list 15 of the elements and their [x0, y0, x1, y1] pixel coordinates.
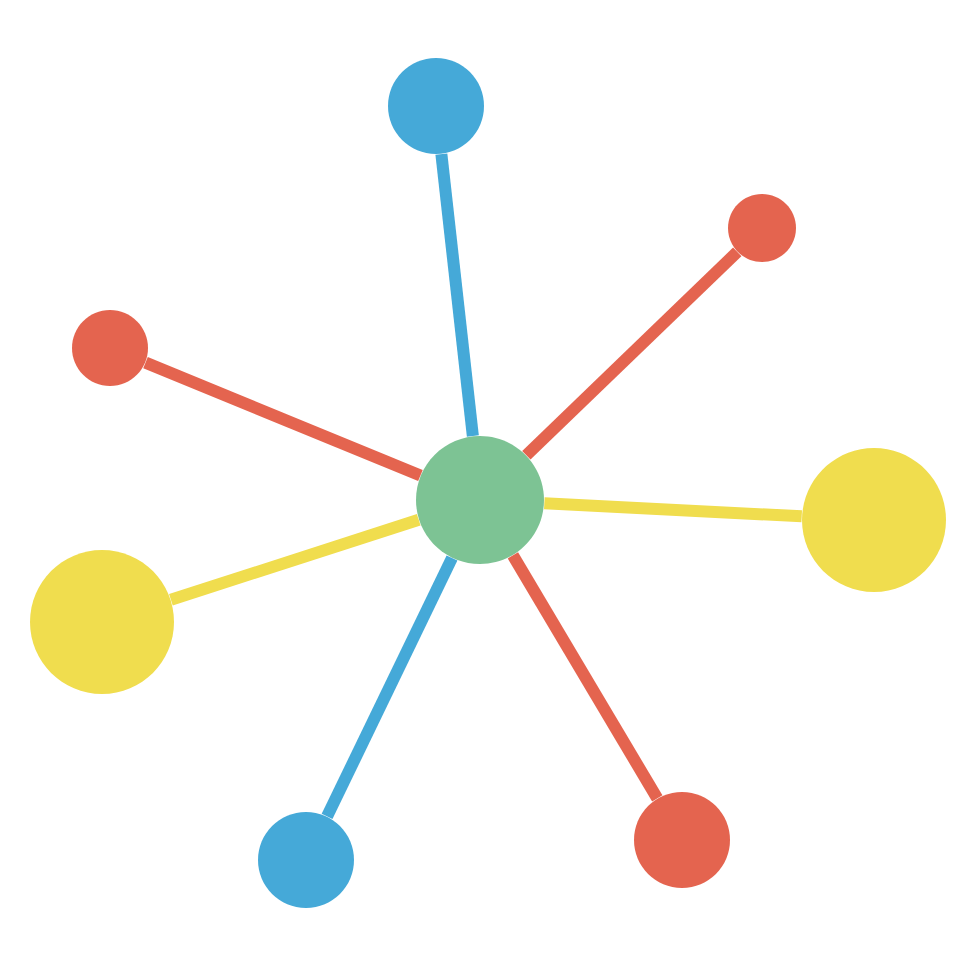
circle-node [728, 194, 796, 262]
connector-line [169, 514, 421, 606]
circle-node [802, 448, 946, 592]
connector-line [544, 497, 802, 523]
circle-node [30, 550, 174, 694]
connector-line [143, 357, 423, 482]
connector-line [507, 552, 663, 802]
connector-line [321, 555, 458, 820]
connector-line [522, 247, 742, 460]
circle-node [634, 792, 730, 888]
connector-line [435, 153, 479, 437]
circle-node [416, 436, 544, 564]
circle-node [72, 310, 148, 386]
circle-node [388, 58, 484, 154]
circle-node [258, 812, 354, 908]
